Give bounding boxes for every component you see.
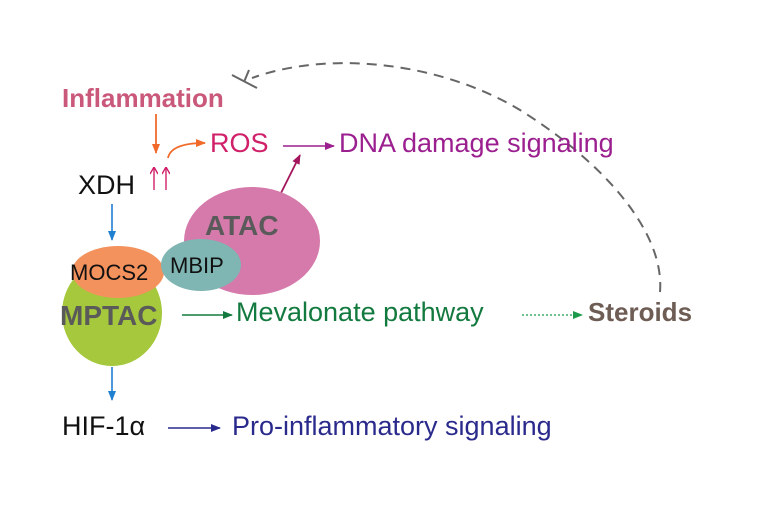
node-xdh: XDH — [78, 170, 136, 200]
mocs2-shape — [72, 246, 164, 298]
node-mptac: MPTAC — [60, 300, 158, 331]
mbip-shape — [161, 239, 241, 291]
edge-xdh-ros — [167, 139, 206, 159]
node-hif1a: HIF-1α — [62, 411, 146, 441]
node-mocs2: MOCS2 — [70, 260, 149, 285]
node-pro-inflammatory-signaling: Pro-inflammatory signaling — [232, 411, 552, 441]
node-steroids: Steroids — [588, 297, 693, 327]
inhibition-bar-stem — [243, 69, 250, 83]
node-mevalonate-pathway: Mevalonate pathway — [236, 297, 484, 327]
node-ros: ROS — [210, 128, 269, 158]
edge-atac-dna-damage — [279, 154, 301, 196]
node-dna-damage-signaling: DNA damage signaling — [339, 128, 614, 158]
node-mbip: MBIP — [170, 253, 224, 278]
inhibition-edge-steroids-inflammation — [251, 62, 662, 293]
node-atac: ATAC — [205, 210, 279, 241]
node-inflammation: Inflammation — [62, 83, 224, 113]
